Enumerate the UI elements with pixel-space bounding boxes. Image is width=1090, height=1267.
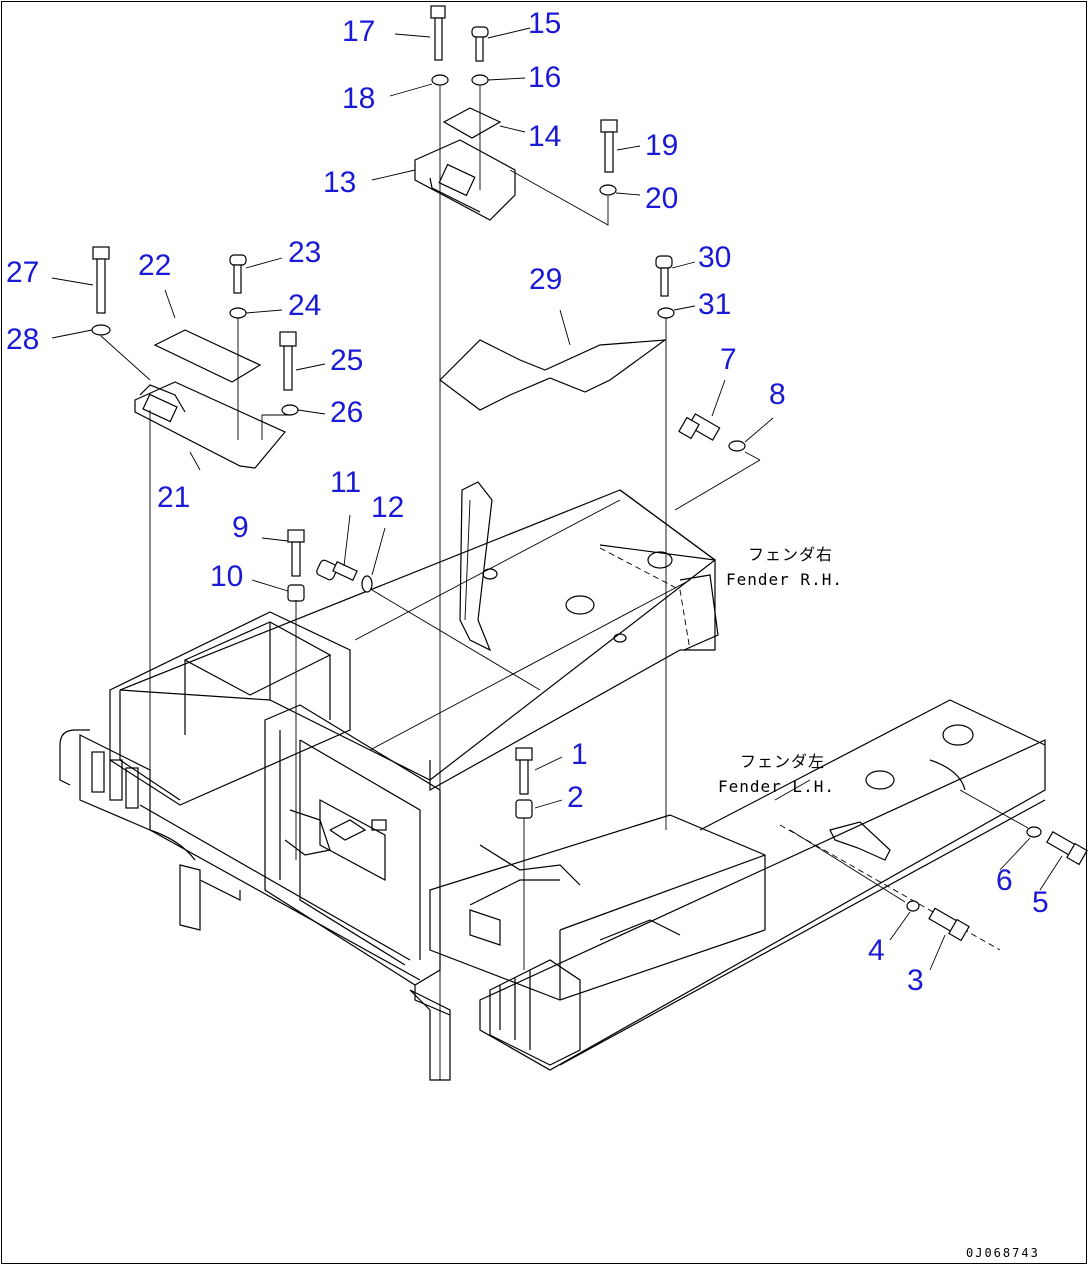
part-27-bolt xyxy=(92,246,110,314)
callout-12: 12 xyxy=(371,491,405,524)
part-31-washer xyxy=(657,307,675,319)
part-3-bolt xyxy=(928,907,970,942)
callout-16: 16 xyxy=(528,61,562,94)
callout-1: 1 xyxy=(571,738,588,771)
part-30-bolt xyxy=(655,255,673,297)
part-14-plate xyxy=(442,107,502,139)
left-box-structure xyxy=(59,611,421,981)
callout-20: 20 xyxy=(645,182,679,215)
callout-27: 27 xyxy=(6,256,40,289)
callout-30: 30 xyxy=(698,241,732,274)
callout-24: 24 xyxy=(288,289,322,322)
callout-23: 23 xyxy=(288,236,322,269)
callout-5: 5 xyxy=(1032,886,1049,919)
callout-18: 18 xyxy=(342,82,376,115)
part-16-washer xyxy=(471,74,489,86)
callout-7: 7 xyxy=(720,343,737,376)
part-9-bolt xyxy=(287,529,305,577)
callout-11: 11 xyxy=(330,466,362,499)
part-11-bolt xyxy=(316,559,358,581)
part-18-washer xyxy=(431,74,449,86)
part-23-bolt xyxy=(229,254,247,294)
part-19-bolt xyxy=(600,119,618,173)
part-7-bolt xyxy=(678,413,721,441)
part-17-bolt xyxy=(430,5,446,61)
callout-6: 6 xyxy=(996,864,1013,897)
callout-3: 3 xyxy=(907,964,924,997)
callout-22: 22 xyxy=(138,249,172,282)
callout-19: 19 xyxy=(645,129,679,162)
part-10-collar xyxy=(287,584,305,602)
part-12-washer xyxy=(361,575,373,593)
drawing-number: 0J068743 xyxy=(966,1246,1040,1260)
part-8-washer xyxy=(728,440,746,452)
callout-14: 14 xyxy=(528,120,562,153)
part-5-bolt xyxy=(1046,830,1088,866)
main-frame-body xyxy=(119,481,719,792)
part-24-washer xyxy=(229,307,247,319)
callout-8: 8 xyxy=(769,378,786,411)
part-25-bolt xyxy=(279,331,297,391)
part-21-bracket xyxy=(134,381,286,469)
callout-21: 21 xyxy=(157,481,191,514)
assembly-lines xyxy=(100,86,1029,1080)
callout-2: 2 xyxy=(567,781,584,814)
callout-28: 28 xyxy=(6,323,40,356)
part-4-washer xyxy=(906,900,920,912)
part-20-washer xyxy=(599,184,617,196)
part-13-bracket xyxy=(414,139,516,221)
callout-15: 15 xyxy=(528,7,562,40)
callout-26: 26 xyxy=(330,396,364,429)
fender-lh-box xyxy=(429,814,766,1001)
part-6-washer xyxy=(1026,826,1042,838)
part-2-collar xyxy=(515,799,533,819)
part-15-bolt xyxy=(471,26,489,62)
part-29-plate xyxy=(439,339,668,411)
callout-17: 17 xyxy=(342,15,376,48)
callout-4: 4 xyxy=(868,934,885,967)
callout-9: 9 xyxy=(232,511,249,544)
fender-lh-jp-label: フェンダ左 xyxy=(740,752,826,771)
part-26-washer xyxy=(281,404,299,416)
callout-10: 10 xyxy=(210,560,244,593)
part-22-plate xyxy=(153,329,262,383)
fender-lh-en-label: Fender L.H. xyxy=(718,777,835,796)
callout-13: 13 xyxy=(323,166,357,199)
callout-31: 31 xyxy=(698,288,732,321)
callout-25: 25 xyxy=(330,344,364,377)
callout-29: 29 xyxy=(529,263,563,296)
part-28-washer xyxy=(91,324,111,336)
callout-leaders xyxy=(51,27,1063,971)
part-1-bolt xyxy=(515,747,533,795)
fender-rh-en-label: Fender R.H. xyxy=(726,570,843,589)
fender-rh-jp-label: フェンダ右 xyxy=(748,545,834,564)
